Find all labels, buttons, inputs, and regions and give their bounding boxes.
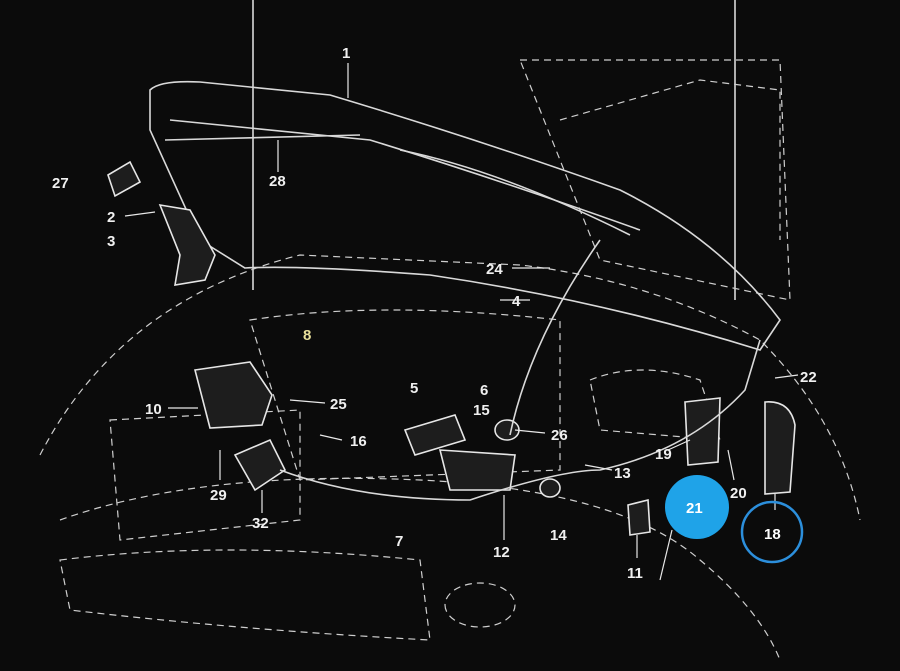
leader-line [727,449,735,481]
clip-part [627,498,651,536]
callout-20: 20 [730,485,747,502]
bumper-outline [59,477,781,661]
bump-stop-part [107,160,142,198]
hood-seal-strip [399,149,631,236]
leader-line [659,529,673,581]
catch-part [684,397,721,466]
callout-21-highlight [665,475,729,539]
engine-outline [249,309,561,481]
release-cable [279,339,761,501]
callout-1: 1 [342,45,350,62]
callout-12: 12 [493,544,510,561]
callout-8: 8 [303,327,311,344]
callout-4: 4 [512,293,521,310]
callout-29: 29 [210,487,227,504]
callout-24: 24 [486,261,503,278]
clip-14-part [539,478,561,498]
leader-line [667,439,691,451]
callout-18-highlight [740,500,804,564]
cover-cap-part [764,401,796,495]
leader-line [514,429,546,434]
callout-18: 18 [764,526,781,543]
callout-32: 32 [252,515,269,532]
grille-outline [59,549,431,641]
hood-inner-line [169,119,641,231]
leader-line [584,464,613,471]
callout-14: 14 [550,527,567,544]
hood-panel [149,80,781,351]
hood-strip-28 [164,134,361,141]
callout-28: 28 [269,173,286,190]
callout-16: 16 [350,433,367,450]
callout-6: 6 [480,382,488,399]
leader-line [774,374,799,379]
lock-bracket-part [233,438,287,492]
windshield-outline [559,79,781,240]
callout-5: 5 [410,380,418,397]
fender-outline [519,59,791,301]
leader-line [289,399,326,404]
release-handle-part [438,449,516,491]
callout-27: 27 [52,175,69,192]
lock-part [194,361,273,429]
mount-part [403,414,467,456]
leader-line [124,211,156,217]
body-outline [39,254,861,521]
callout-21: 21 [686,500,703,517]
callout-15: 15 [473,402,490,419]
callout-26: 26 [551,427,568,444]
callout-22: 22 [800,369,817,386]
hinge-bracket-part [158,203,216,286]
callout-13: 13 [614,465,631,482]
callout-25: 25 [330,396,347,413]
fog-lamp-outline [444,582,516,628]
callout-10: 10 [145,401,162,418]
callout-7: 7 [395,533,403,550]
callout-2: 2 [107,209,115,226]
callout-11: 11 [627,565,643,582]
leader-line [319,434,343,441]
callout-19: 19 [655,446,672,463]
callout-3: 3 [107,233,115,250]
prop-rod [509,239,601,436]
